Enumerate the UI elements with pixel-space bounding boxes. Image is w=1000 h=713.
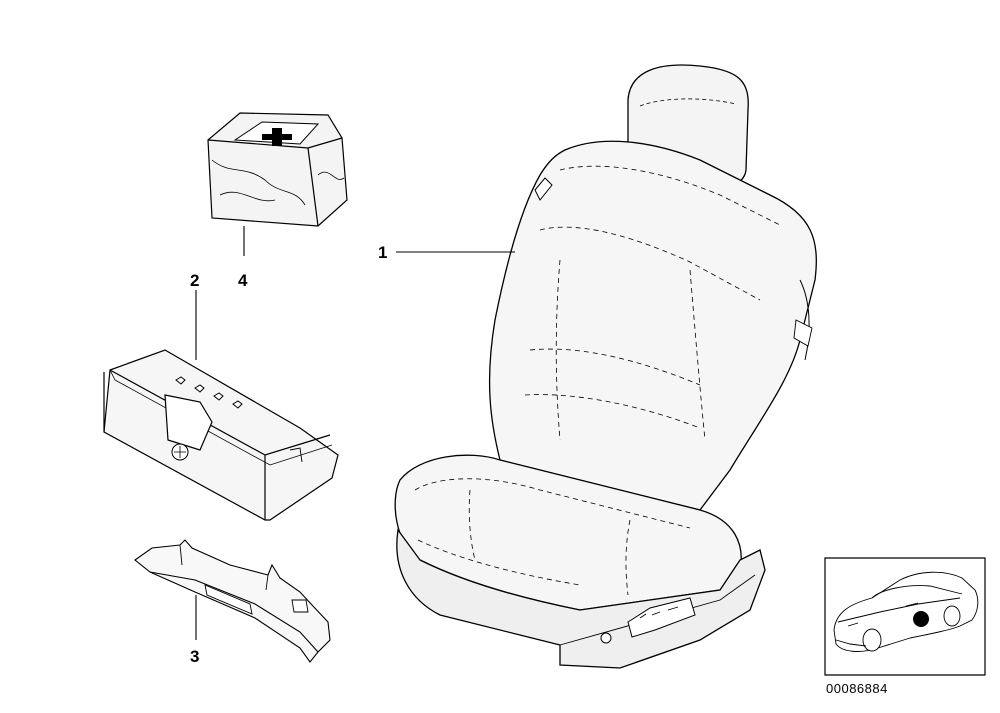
mounting-bracket-icon bbox=[135, 540, 330, 662]
catalog-number: 00086884 bbox=[826, 681, 888, 696]
seat-icon bbox=[395, 65, 816, 668]
callout-1: 1 bbox=[378, 243, 388, 262]
callout-2: 2 bbox=[190, 271, 200, 290]
first-aid-kit-icon bbox=[208, 113, 347, 226]
callout-3: 3 bbox=[190, 647, 200, 666]
callout-4: 4 bbox=[238, 271, 248, 290]
locator-dot bbox=[913, 611, 929, 627]
car-locator-icon bbox=[825, 558, 985, 675]
warning-triangle-case-icon bbox=[104, 350, 338, 520]
